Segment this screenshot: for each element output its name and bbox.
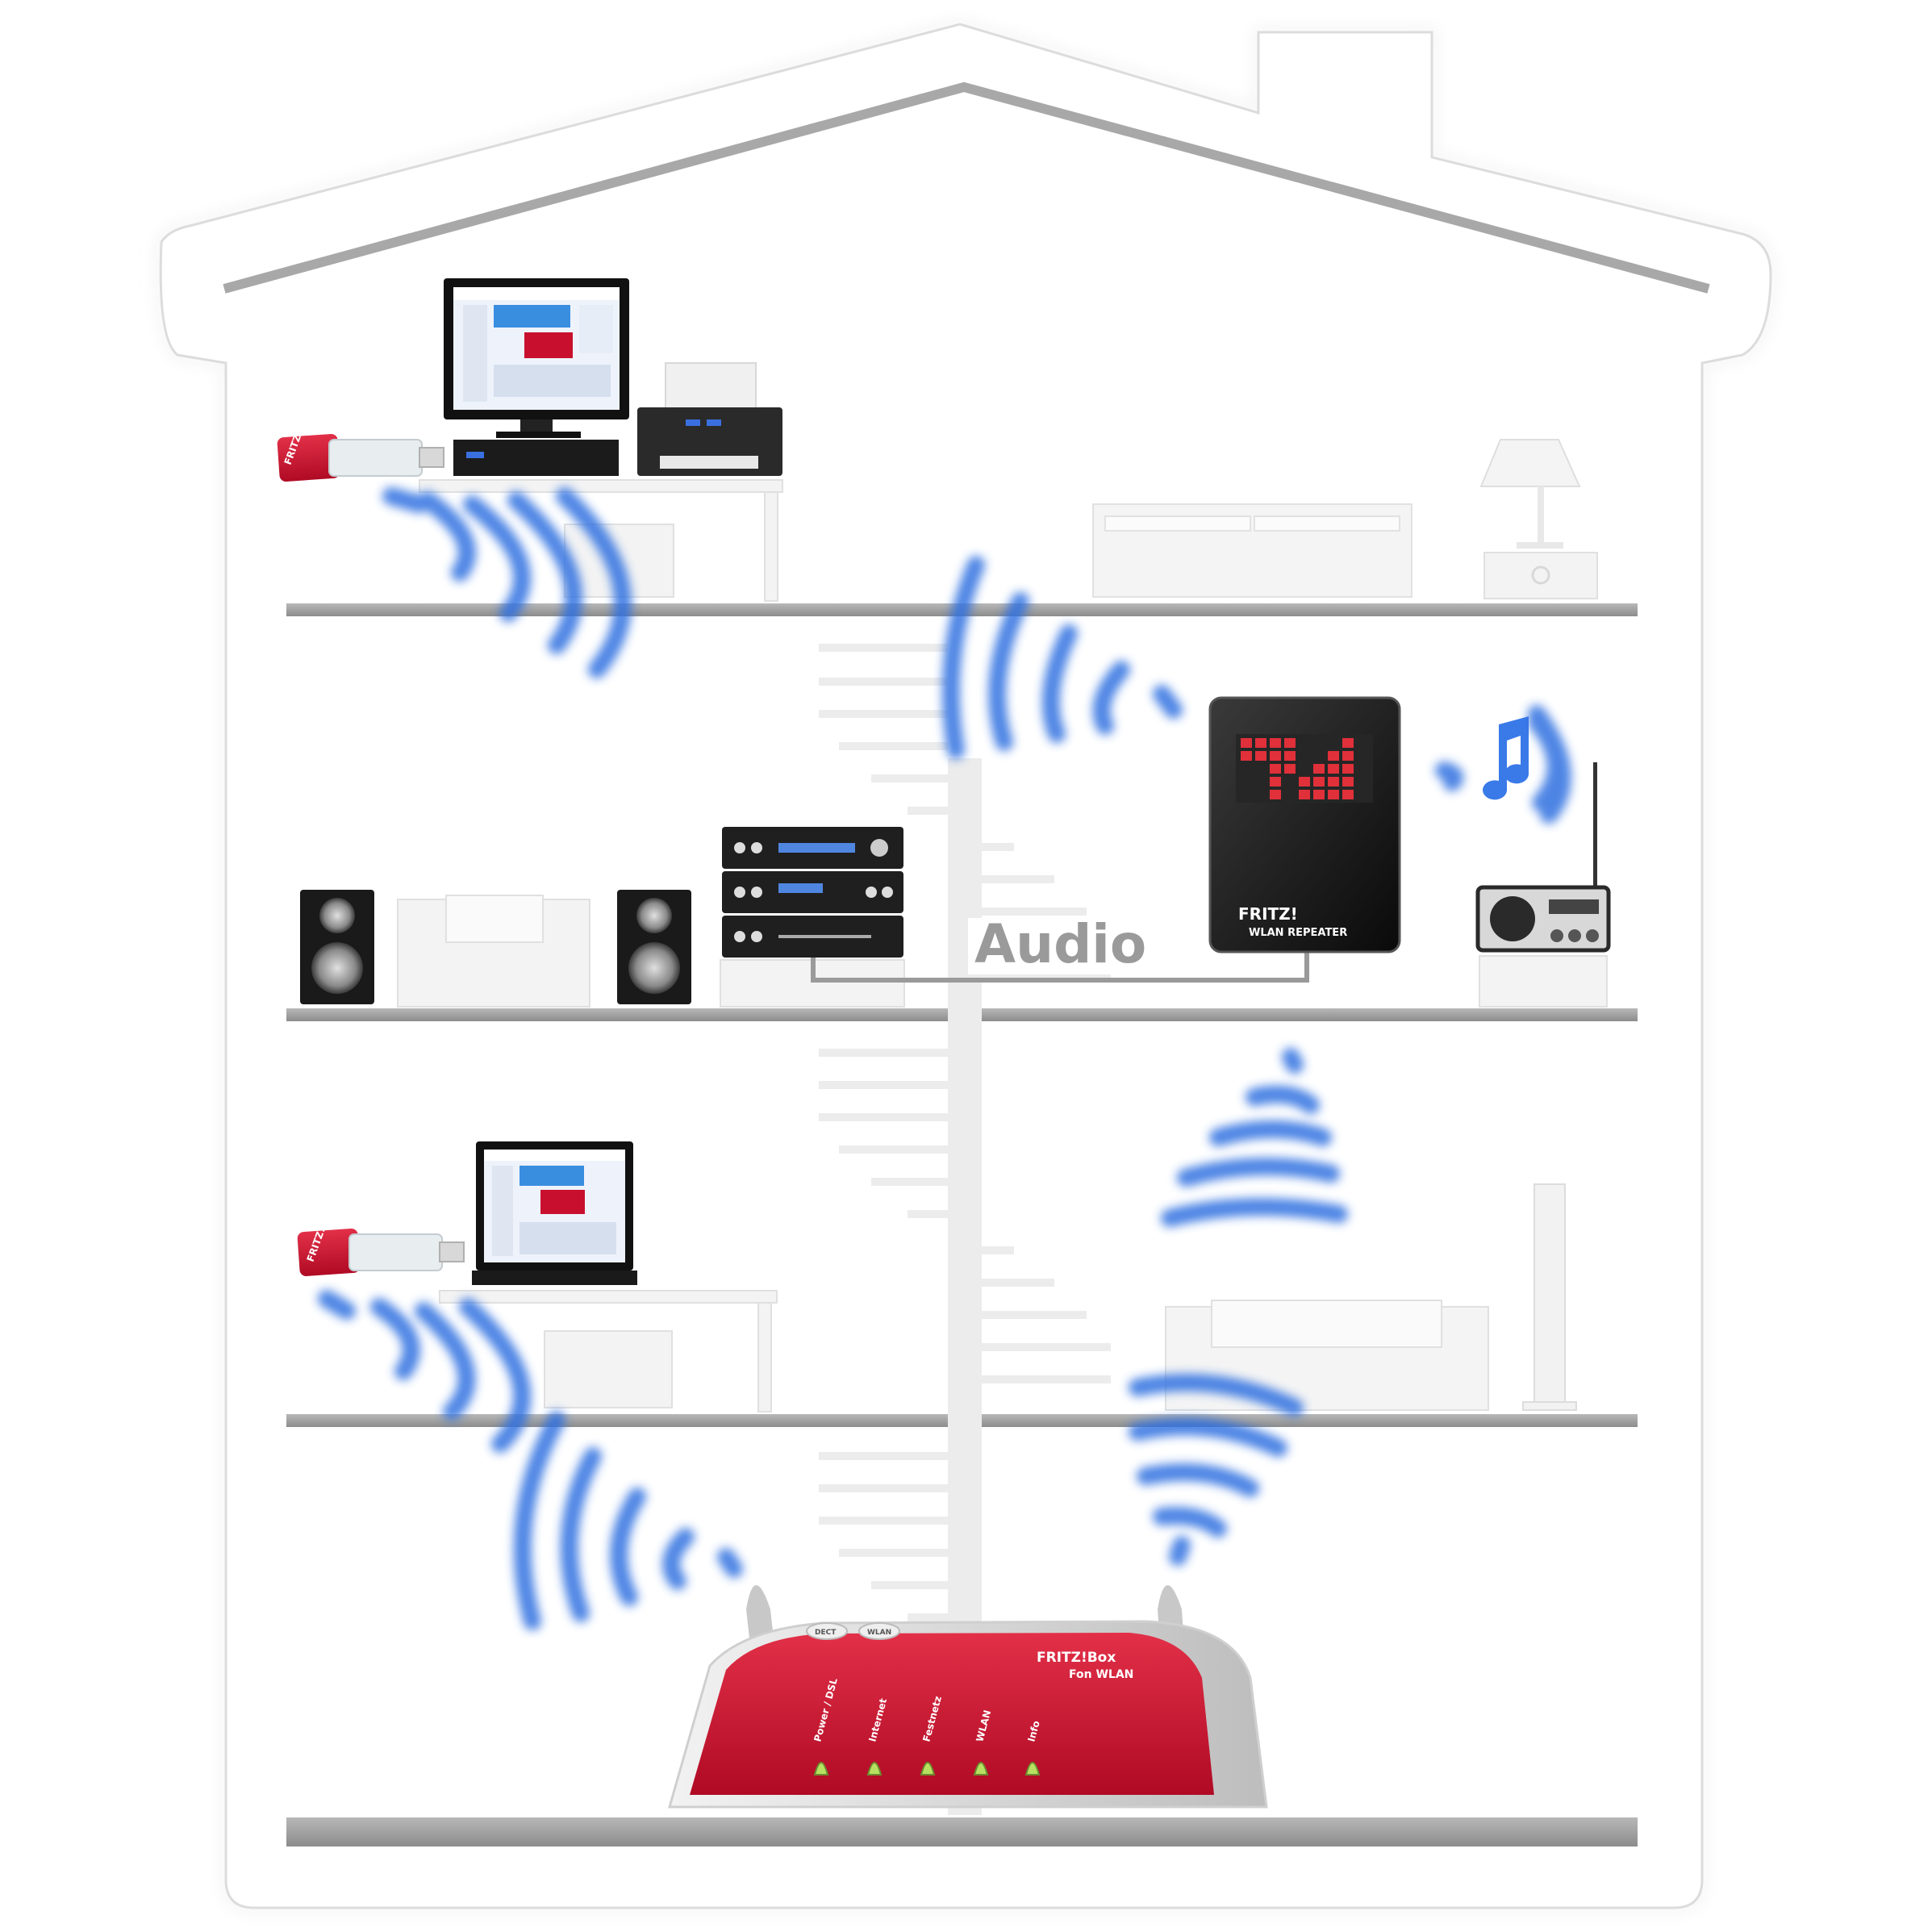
repeater-signal-icon: [1241, 738, 1354, 799]
router-model: Fon WLAN: [1069, 1668, 1133, 1681]
audio-cable: [811, 952, 1309, 983]
router-leds: [813, 1762, 1041, 1776]
wifi-waves-repeater-down: [1161, 1048, 1348, 1227]
desktop-computer: [444, 278, 629, 476]
led-label-info: Info: [1025, 1720, 1041, 1743]
repeater-model: WLAN REPEATER: [1249, 927, 1347, 939]
wifi-waves-first-stick: [318, 1290, 532, 1453]
lamp: [1479, 439, 1598, 599]
led-info-icon: [1024, 1762, 1041, 1776]
wifi-waves-router-right: [1129, 1373, 1304, 1566]
wifi-waves-audio-out: [1435, 705, 1571, 824]
speaker-right: [617, 890, 691, 1004]
laptop: [472, 1141, 637, 1285]
desk-top-floor: [419, 479, 783, 602]
bed-top-floor: [1092, 503, 1412, 598]
roof-line: [223, 81, 1710, 294]
router-dect-button: DECT: [815, 1629, 837, 1637]
wifi-waves-router-left: [513, 1411, 743, 1630]
wifi-waves-top-stick: [382, 487, 632, 678]
desk-first-floor: [439, 1290, 778, 1412]
audio-label-bg: [968, 918, 1145, 974]
fritzbox-router: DECT WLAN FRITZ!Box Fon WLAN Power / DSL…: [668, 1585, 1268, 1809]
speaker-left: [300, 890, 374, 1004]
floor-ground: [286, 1817, 1638, 1846]
wlan-usb-stick-first: FRITZ!: [297, 1226, 465, 1276]
led-internet-icon: [866, 1762, 883, 1776]
led-power-icon: [813, 1762, 829, 1776]
wifi-signals: [318, 487, 1571, 1630]
sofa: [1165, 1300, 1489, 1411]
printer: [637, 362, 782, 476]
sideboard: [397, 895, 590, 1008]
wlan-usb-stick-top: FRITZ!: [277, 429, 444, 482]
floor-lamp: [1522, 1183, 1577, 1411]
audio-label: Audio: [974, 913, 1146, 975]
radio: [1475, 762, 1611, 1008]
repeater-brand: FRITZ!: [1238, 904, 1298, 924]
wlan-repeater: FRITZ! WLAN REPEATER: [1208, 696, 1401, 953]
router-brand: FRITZ!Box: [1037, 1650, 1116, 1666]
led-festnetz-icon: [920, 1762, 936, 1776]
led-wlan-icon: [973, 1762, 989, 1776]
router-wlan-button: WLAN: [867, 1629, 891, 1637]
wifi-waves-repeater-in: [941, 556, 1183, 759]
music-note-icon: [1483, 716, 1529, 800]
